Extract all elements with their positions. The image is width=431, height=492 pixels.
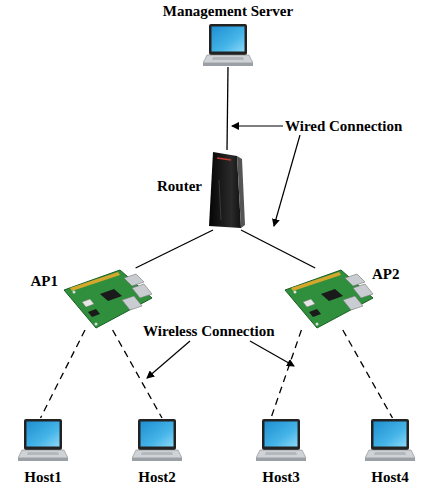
leader-arrow — [274, 135, 300, 226]
wired-link — [227, 67, 228, 150]
host-laptop: Host2 — [132, 418, 182, 462]
device-icon — [256, 418, 306, 462]
connection-label: Wireless Connection — [143, 322, 275, 340]
router-device: Router — [205, 150, 245, 230]
device-icon — [62, 268, 154, 330]
device-icon — [205, 150, 245, 230]
host-laptop: Host3 — [256, 418, 306, 462]
server-laptop: Management Server — [203, 23, 253, 67]
host-laptop: Host1 — [18, 418, 68, 462]
wireless-link — [113, 330, 162, 418]
device-label: Host1 — [24, 468, 62, 486]
wireless-link — [343, 330, 393, 418]
leader-arrow — [147, 341, 190, 378]
device-icon — [283, 268, 375, 330]
device-icon — [18, 418, 68, 462]
wireless-link — [271, 330, 301, 418]
connection-label: Wired Connection — [285, 117, 402, 135]
device-label: Host4 — [371, 468, 409, 486]
wired-link — [241, 230, 315, 268]
access-point-board: AP1 — [62, 268, 154, 330]
wireless-link — [41, 330, 86, 418]
device-icon — [203, 23, 253, 67]
device-icon — [365, 418, 415, 462]
device-label: Router — [157, 177, 202, 195]
leader-arrow — [232, 125, 283, 126]
device-label: Host3 — [262, 468, 300, 486]
device-label: Management Server — [163, 2, 293, 20]
device-label: AP2 — [372, 265, 400, 283]
leader-arrow — [250, 341, 294, 366]
host-laptop: Host4 — [365, 418, 415, 462]
access-point-board: AP2 — [283, 268, 375, 330]
device-label: Host2 — [138, 468, 176, 486]
wired-link — [136, 230, 213, 268]
device-icon — [132, 418, 182, 462]
device-label: AP1 — [31, 272, 59, 290]
